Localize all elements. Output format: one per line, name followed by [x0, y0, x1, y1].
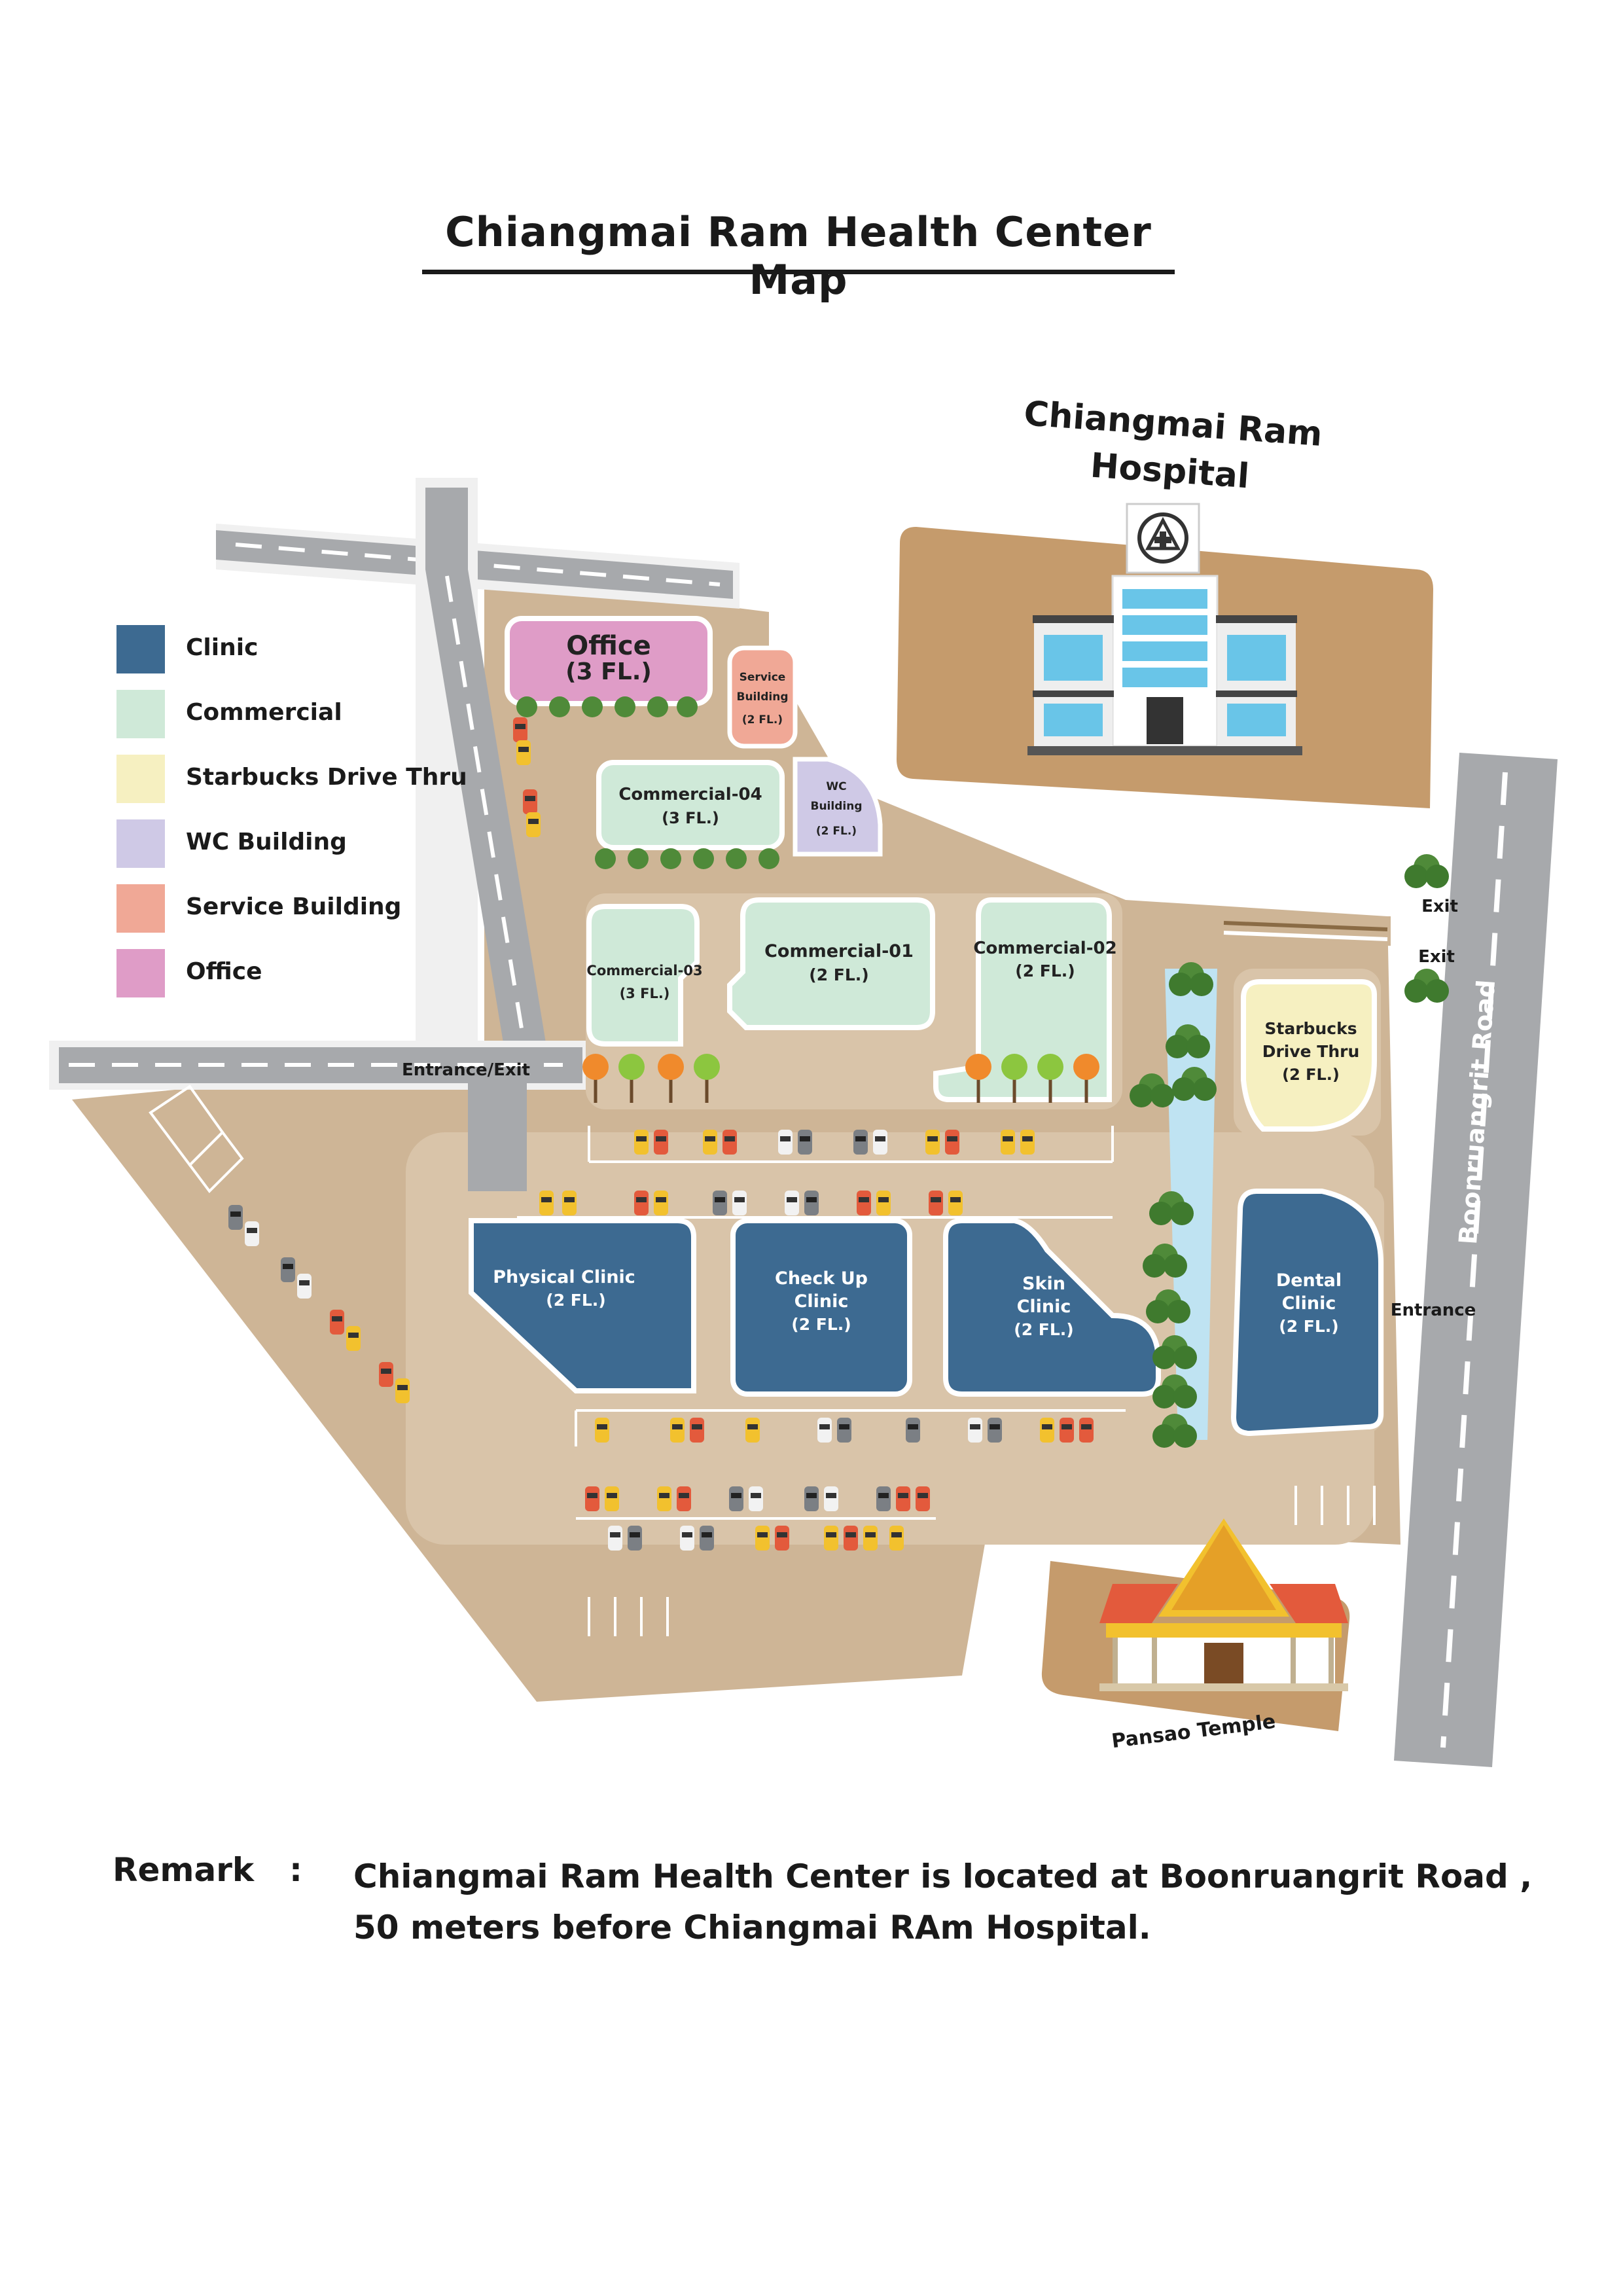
wc-line2: Building — [811, 800, 863, 813]
commercial-03-building — [586, 904, 700, 1047]
legend-swatch-starbucks — [116, 755, 165, 803]
commercial-02-floors: (2 FL.) — [1015, 961, 1075, 980]
legend-swatch-office — [116, 949, 165, 997]
parking-stall-lines — [149, 1085, 1376, 1636]
legend-label: Service Building — [186, 893, 402, 920]
dental-clinic-building — [1230, 1189, 1383, 1437]
skin-clinic-line2: Clinic — [1017, 1297, 1071, 1317]
remark-colon: : — [289, 1851, 302, 1889]
lollipop-trees — [582, 1054, 1099, 1103]
service-line1: Service — [740, 671, 786, 684]
skin-clinic-floors: (2 FL.) — [1014, 1320, 1073, 1339]
entrance-exit-label: Entrance/Exit — [402, 1060, 530, 1080]
checkup-clinic-line1: Check Up — [775, 1268, 868, 1289]
dental-clinic-floors: (2 FL.) — [1279, 1317, 1338, 1336]
office-name: Office — [566, 631, 651, 661]
hedge-row — [516, 696, 779, 869]
physical-clinic-floors: (2 FL.) — [546, 1291, 605, 1310]
legend-label: Office — [186, 958, 262, 985]
commercial-02-building — [933, 897, 1112, 1102]
checkup-clinic-line2: Clinic — [794, 1291, 849, 1312]
skin-clinic-line1: Skin — [1022, 1274, 1065, 1294]
exit-label-top: Exit — [1421, 897, 1458, 916]
legend-label: Commercial — [186, 699, 342, 726]
starbucks-line2: Drive Thru — [1262, 1042, 1360, 1061]
dental-clinic-line1: Dental — [1276, 1270, 1342, 1291]
wc-floors: (2 FL.) — [816, 825, 857, 838]
commercial-04-building — [596, 760, 785, 850]
pansao-temple-icon — [1099, 1518, 1348, 1691]
entrance-label: Entrance — [1391, 1300, 1476, 1320]
wc-line1: WC — [826, 780, 846, 793]
physical-clinic-building — [469, 1218, 696, 1393]
legend-swatch-clinic — [116, 625, 165, 673]
dental-clinic-line2: Clinic — [1282, 1293, 1336, 1314]
starbucks-floors: (2 FL.) — [1282, 1066, 1340, 1084]
legend-swatch-service — [116, 884, 165, 933]
wc-building — [793, 757, 883, 857]
hospital-building-icon — [1027, 503, 1302, 755]
exit-label-bottom: Exit — [1418, 947, 1455, 967]
remark-text: Chiangmai Ram Health Center is located a… — [353, 1857, 1533, 1946]
legend-label: WC Building — [186, 829, 347, 855]
office-building — [505, 616, 713, 706]
service-floors: (2 FL.) — [742, 713, 783, 726]
commercial-04-name: Commercial-04 — [618, 785, 762, 804]
starbucks-building — [1241, 979, 1377, 1132]
commercial-02-name: Commercial-02 — [973, 939, 1116, 958]
service-line2: Building — [737, 691, 789, 704]
checkup-clinic-floors: (2 FL.) — [791, 1315, 851, 1334]
office-floors: (3 FL.) — [565, 658, 652, 685]
title-underline — [422, 270, 1175, 274]
physical-clinic-name: Physical Clinic — [493, 1267, 635, 1287]
commercial-01-building — [727, 897, 935, 1030]
service-building — [727, 645, 798, 749]
entrance-road — [59, 1047, 582, 1083]
remark-heading: Remark — [113, 1851, 255, 1889]
page-title: Chiangmai Ram Health Center Map — [445, 208, 1152, 304]
commercial-03-name: Commercial-03 — [586, 963, 702, 978]
commercial-04-floors: (3 FL.) — [662, 809, 719, 827]
starbucks-line1: Starbucks — [1264, 1019, 1357, 1038]
checkup-clinic-building — [730, 1218, 912, 1397]
legend-label: Starbucks Drive Thru — [186, 764, 467, 791]
temple-label: Pansao Temple — [1111, 1710, 1277, 1753]
legend-label: Clinic — [186, 634, 259, 661]
commercial-01-name: Commercial-01 — [764, 941, 914, 961]
commercial-01-floors: (2 FL.) — [809, 965, 868, 984]
commercial-03-floors: (3 FL.) — [620, 986, 670, 1001]
skin-clinic-building — [943, 1218, 1161, 1397]
legend-swatch-commercial — [116, 690, 165, 738]
legend-swatch-wc — [116, 819, 165, 868]
